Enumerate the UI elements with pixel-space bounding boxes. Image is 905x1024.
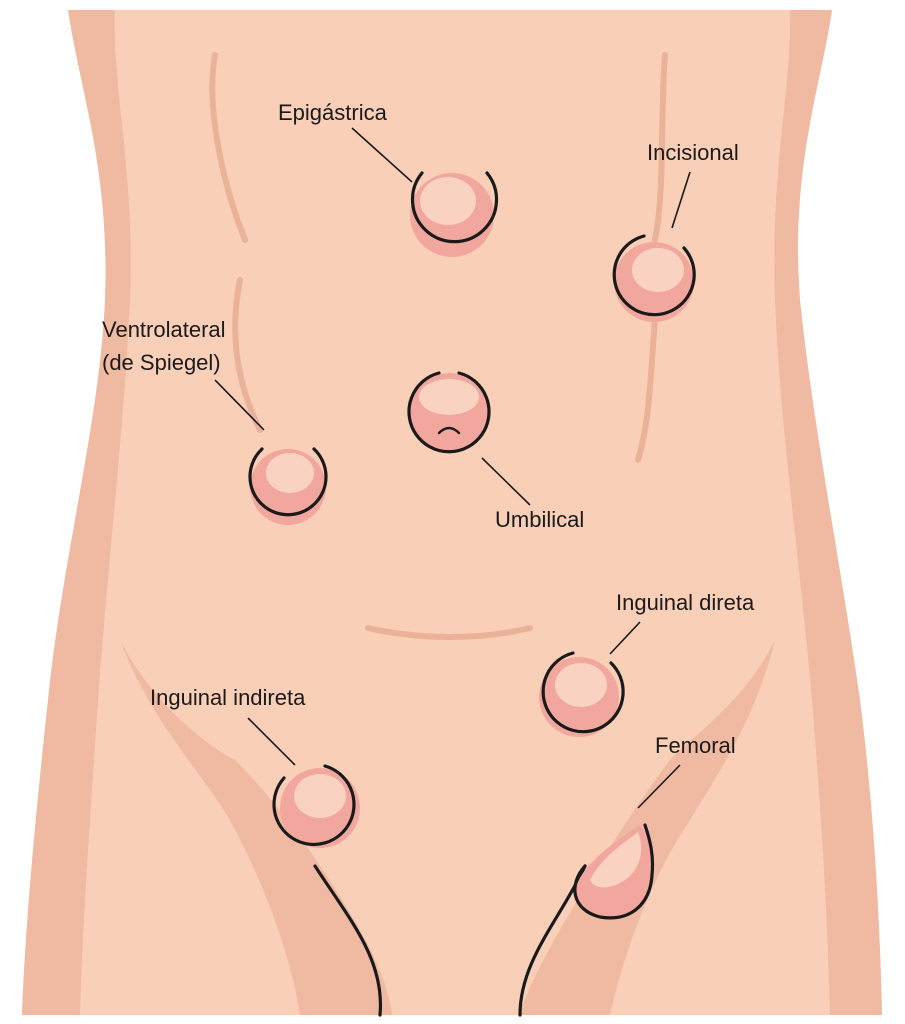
hernia-incisional — [612, 234, 696, 322]
left-mid-crease — [232, 277, 263, 433]
label-umbilical: Umbilical — [495, 507, 584, 532]
hernia-ventrolateral — [248, 447, 328, 525]
label-inguinal-direta: Inguinal direta — [616, 590, 755, 615]
leader-inguinal-indireta — [247, 717, 296, 766]
left-leg-outline — [313, 864, 383, 1017]
leader-ventrolateral — [214, 379, 265, 431]
hernia-umbilical — [407, 371, 491, 454]
umbilicus-mark — [437, 426, 461, 435]
label-epigastrica: Epigástrica — [278, 100, 388, 125]
torso — [22, 10, 882, 1015]
left-upper-crease — [209, 52, 248, 243]
lower-abdomen-crease — [365, 625, 533, 640]
hernia-inguinal-direta — [539, 651, 625, 737]
right-groin-shadow — [520, 640, 775, 1015]
leader-inguinal-direta — [609, 621, 641, 655]
leader-epigastrica — [351, 127, 413, 183]
label-femoral: Femoral — [655, 733, 736, 758]
label-inguinal-indireta: Inguinal indireta — [150, 685, 306, 710]
right-mid-crease — [635, 317, 658, 463]
right-flank-shadow — [774, 10, 882, 1015]
left-flank-shadow — [22, 10, 131, 1015]
leader-umbilical — [481, 457, 531, 506]
leader-femoral — [637, 764, 681, 809]
label-ventrolateral-line2: (de Spiegel) — [102, 350, 221, 375]
leader-incisional — [671, 171, 691, 229]
hernia-epigastrica — [410, 171, 499, 257]
left-groin-shadow — [120, 640, 392, 1015]
hernia-inguinal-indireta — [272, 764, 360, 848]
hernia-femoral — [573, 823, 655, 920]
label-ventrolateral-line1: Ventrolateral — [102, 317, 226, 342]
label-incisional: Incisional — [647, 140, 739, 165]
right-upper-crease — [652, 52, 668, 243]
